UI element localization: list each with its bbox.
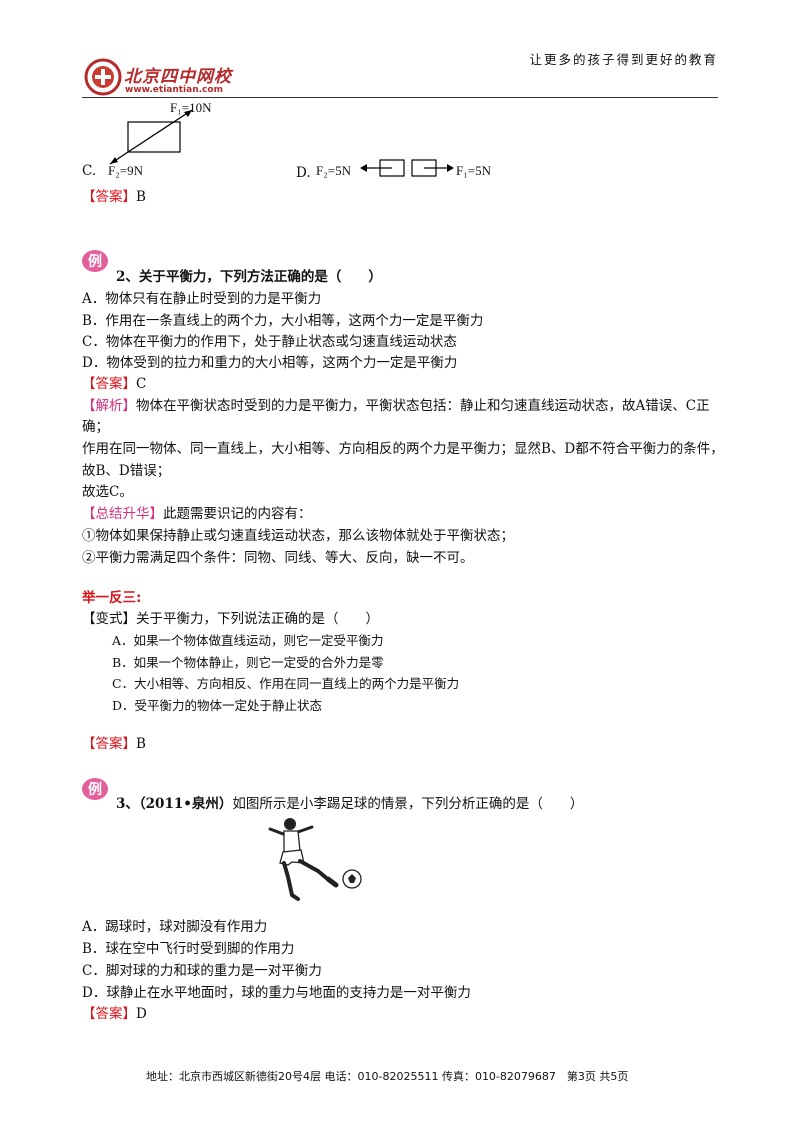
- force-label-c-f1: F₁=10N: [170, 100, 212, 115]
- q3-stem: 3、（2011•泉州）如图所示是小李踢足球的情景，下列分析正确的是（ ）: [116, 795, 583, 813]
- q2-answer: 【答案】C: [82, 375, 146, 393]
- answer-value: C: [136, 376, 147, 392]
- summary-text: 此题需要识记的内容有：: [163, 506, 312, 522]
- q3-option-d: D．球静止在水平地面时，球的重力与地面的支持力是一对平衡力: [82, 985, 471, 1001]
- q2-option-c: C．物体在平衡力的作用下，处于静止状态或匀速直线运动状态: [82, 334, 457, 350]
- variant-stem-text: 关于平衡力，下列说法正确的是（ ）: [136, 611, 379, 627]
- brand-name: 北京四中网校: [124, 67, 232, 87]
- answer-tag: 【答案】: [82, 736, 136, 752]
- variant-option-b: B．如果一个物体静止，则它一定受的合外力是零: [112, 655, 384, 670]
- force-label-c-f2: F₂=9N: [108, 163, 143, 178]
- page-footer: 地址：北京市西城区新德街20号4层 电话：010-82025511 传真：010…: [146, 1070, 629, 1083]
- answer-value: B: [136, 736, 146, 752]
- q2-analysis-line-2: 确；: [82, 419, 109, 435]
- q2-summary-line-1: 【总结升华】此题需要识记的内容有：: [82, 505, 312, 523]
- q2-stem: 2、关于平衡力，下列方法正确的是（ ）: [116, 269, 382, 285]
- soccer-player-illustration: [268, 818, 362, 901]
- q3-source: （2011•泉州）: [138, 796, 233, 812]
- example-badge-icon: 例: [82, 778, 108, 800]
- option-d-label: D.: [296, 165, 311, 181]
- answer-tag: 【答案】: [82, 1006, 136, 1022]
- variant-tag: 【变式】: [82, 611, 136, 627]
- q3-option-a: A．踢球时，球对脚没有作用力: [82, 919, 268, 935]
- answer-tag: 【答案】: [82, 189, 136, 205]
- q2-analysis-line-3: 作用在同一物体、同一直线上，大小相等、方向相反的两个力是平衡力；显然B、D都不符…: [82, 441, 724, 457]
- q2-summary-line-2: ①物体如果保持静止或匀速直线运动状态，那么该物体就处于平衡状态；: [82, 528, 514, 544]
- force-label-d-f2: F₂=5N: [316, 163, 351, 178]
- school-logo-icon: [84, 58, 122, 96]
- variant-option-d: D．受平衡力的物体一定处于静止状态: [112, 698, 323, 713]
- force-diagram-d: [360, 159, 454, 177]
- q2-analysis-line-5: 故选C。: [82, 484, 133, 500]
- q3-option-c: C．脚对球的力和球的重力是一对平衡力: [82, 963, 322, 979]
- q3-answer: 【答案】D: [82, 1005, 147, 1023]
- example-badge-text: 例: [88, 781, 102, 798]
- header-divider: [82, 97, 718, 98]
- answer-tag: 【答案】: [82, 376, 136, 392]
- q3-stem-text: 如图所示是小李踢足球的情景，下列分析正确的是（ ）: [232, 796, 584, 812]
- variant-stem: 【变式】关于平衡力，下列说法正确的是（ ）: [82, 610, 379, 628]
- q3-number: 3、: [116, 796, 139, 812]
- example-badge-icon: 例: [82, 250, 108, 272]
- q2-analysis-line-1: 【解析】物体在平衡状态时受到的力是平衡力，平衡状态包括：静止和匀速直线运动状态，…: [82, 397, 710, 415]
- example-badge-text: 例: [88, 253, 102, 270]
- variant-option-a: A．如果一个物体做直线运动，则它一定受平衡力: [112, 633, 384, 648]
- prev-answer: 【答案】B: [82, 188, 146, 206]
- force-label-d-f1: F₁=5N: [456, 163, 491, 178]
- variant-answer: 【答案】B: [82, 735, 146, 753]
- q2-analysis-line-4: 故B、D错误；: [82, 463, 171, 479]
- q3-option-b: B．球在空中飞行时受到脚的作用力: [82, 941, 295, 957]
- option-c-label: C.: [82, 163, 97, 179]
- variant-option-c: C．大小相等、方向相反、作用在同一直线上的两个力是平衡力: [112, 676, 460, 691]
- analysis-text: 物体在平衡状态时受到的力是平衡力，平衡状态包括：静止和匀速直线运动状态，故A错误…: [136, 398, 710, 414]
- analysis-tag: 【解析】: [82, 398, 136, 414]
- q2-option-d: D．物体受到的拉力和重力的大小相等，这两个力一定是平衡力: [82, 355, 458, 371]
- summary-tag: 【总结升华】: [82, 506, 163, 522]
- answer-value: B: [136, 189, 146, 205]
- force-diagram-c: [109, 109, 193, 165]
- q2-option-a: A．物体只有在静止时受到的力是平衡力: [82, 291, 322, 307]
- brand-url: www.etiantian.com: [125, 85, 223, 95]
- variant-heading: 举一反三:: [82, 590, 142, 606]
- header-slogan: 让更多的孩子得到更好的教育: [529, 52, 718, 67]
- q2-summary-line-3: ②平衡力需满足四个条件：同物、同线、等大、反向，缺一不可。: [82, 550, 474, 566]
- q2-option-b: B．作用在一条直线上的两个力，大小相等，这两个力一定是平衡力: [82, 313, 484, 329]
- answer-value: D: [136, 1006, 147, 1022]
